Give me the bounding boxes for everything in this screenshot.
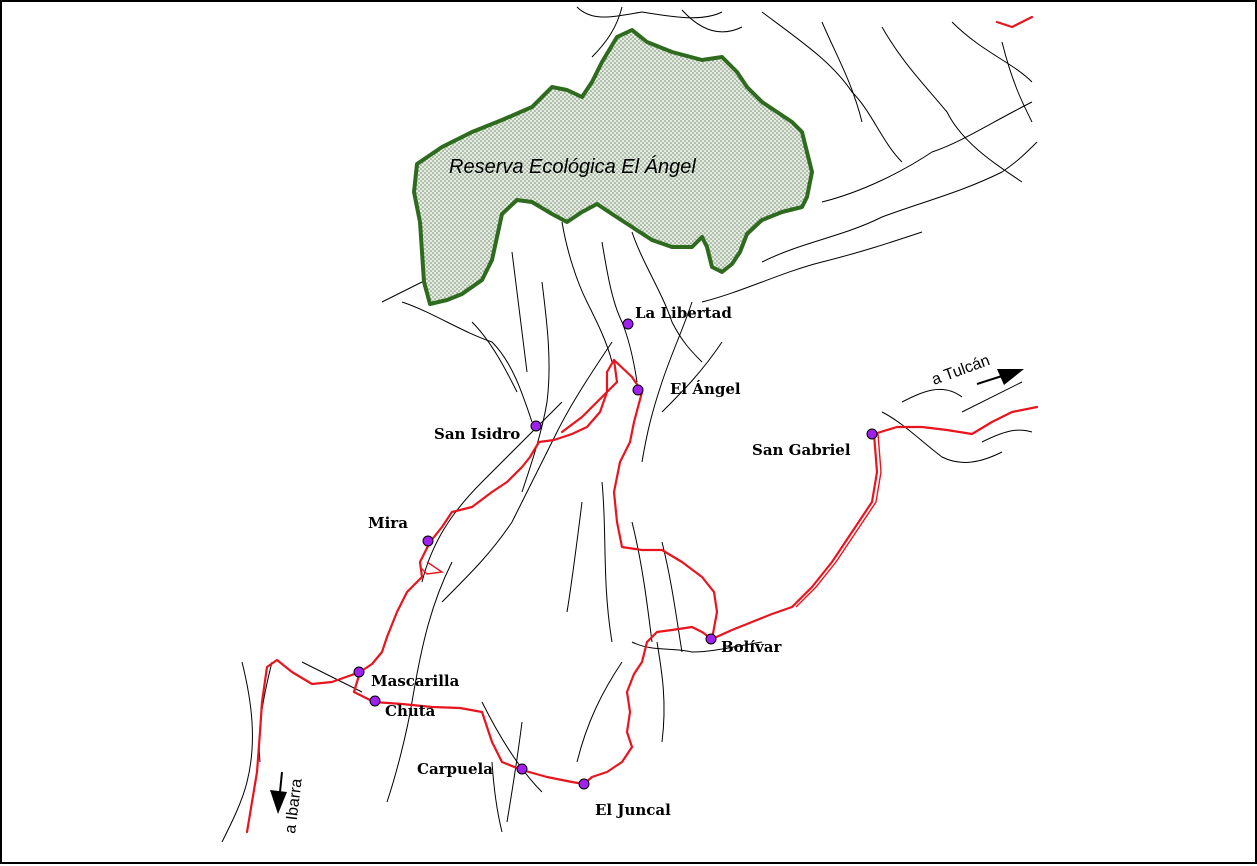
town-mascarilla[interactable]: Mascarilla — [353, 666, 460, 690]
town-label: El Ángel — [670, 380, 741, 398]
arrow-down-icon — [270, 771, 287, 814]
town-label: La Libertad — [635, 304, 732, 322]
town-marker — [578, 778, 590, 790]
town-marker — [369, 695, 381, 707]
direction-to-tulcan: a Tulcán — [930, 352, 1024, 389]
arrow-right-icon — [976, 369, 1024, 385]
town-san-isidro[interactable]: San Isidro — [434, 420, 542, 443]
town-label: San Isidro — [434, 425, 520, 443]
town-marker — [516, 763, 528, 775]
town-el-juncal[interactable]: El Juncal — [578, 778, 671, 819]
town-label: El Juncal — [595, 801, 671, 819]
road-network — [245, 15, 1039, 834]
town-marker — [622, 318, 634, 330]
town-label: Mira — [368, 514, 408, 532]
town-label: San Gabriel — [752, 441, 851, 459]
town-chuta[interactable]: Chuta — [369, 695, 436, 720]
reserve-name-label: Reserva Ecológica El Ángel — [449, 155, 696, 178]
town-la-libertad[interactable]: La Libertad — [622, 304, 732, 330]
direction-label: a Ibarra — [282, 778, 306, 835]
town-marker — [705, 633, 717, 645]
town-bolivar[interactable]: Bolívar — [705, 633, 783, 656]
town-label: Chuta — [385, 702, 436, 720]
town-mira[interactable]: Mira — [368, 514, 434, 547]
town-marker — [353, 666, 365, 678]
town-label: Carpuela — [417, 760, 493, 778]
town-marker — [530, 420, 542, 432]
town-el-angel[interactable]: El Ángel — [632, 380, 741, 398]
town-san-gabriel[interactable]: San Gabriel — [752, 428, 878, 459]
town-marker — [866, 428, 878, 440]
town-label: Bolívar — [721, 638, 783, 656]
direction-label: a Tulcán — [930, 352, 993, 389]
river-network — [221, 6, 1038, 843]
town-marker — [632, 384, 644, 396]
town-label: Mascarilla — [371, 672, 460, 690]
town-carpuela[interactable]: Carpuela — [417, 760, 528, 778]
town-marker — [422, 535, 434, 547]
direction-to-ibarra: a Ibarra — [270, 771, 306, 835]
reserve-area[interactable]: Reserva Ecológica El Ángel — [412, 28, 814, 306]
